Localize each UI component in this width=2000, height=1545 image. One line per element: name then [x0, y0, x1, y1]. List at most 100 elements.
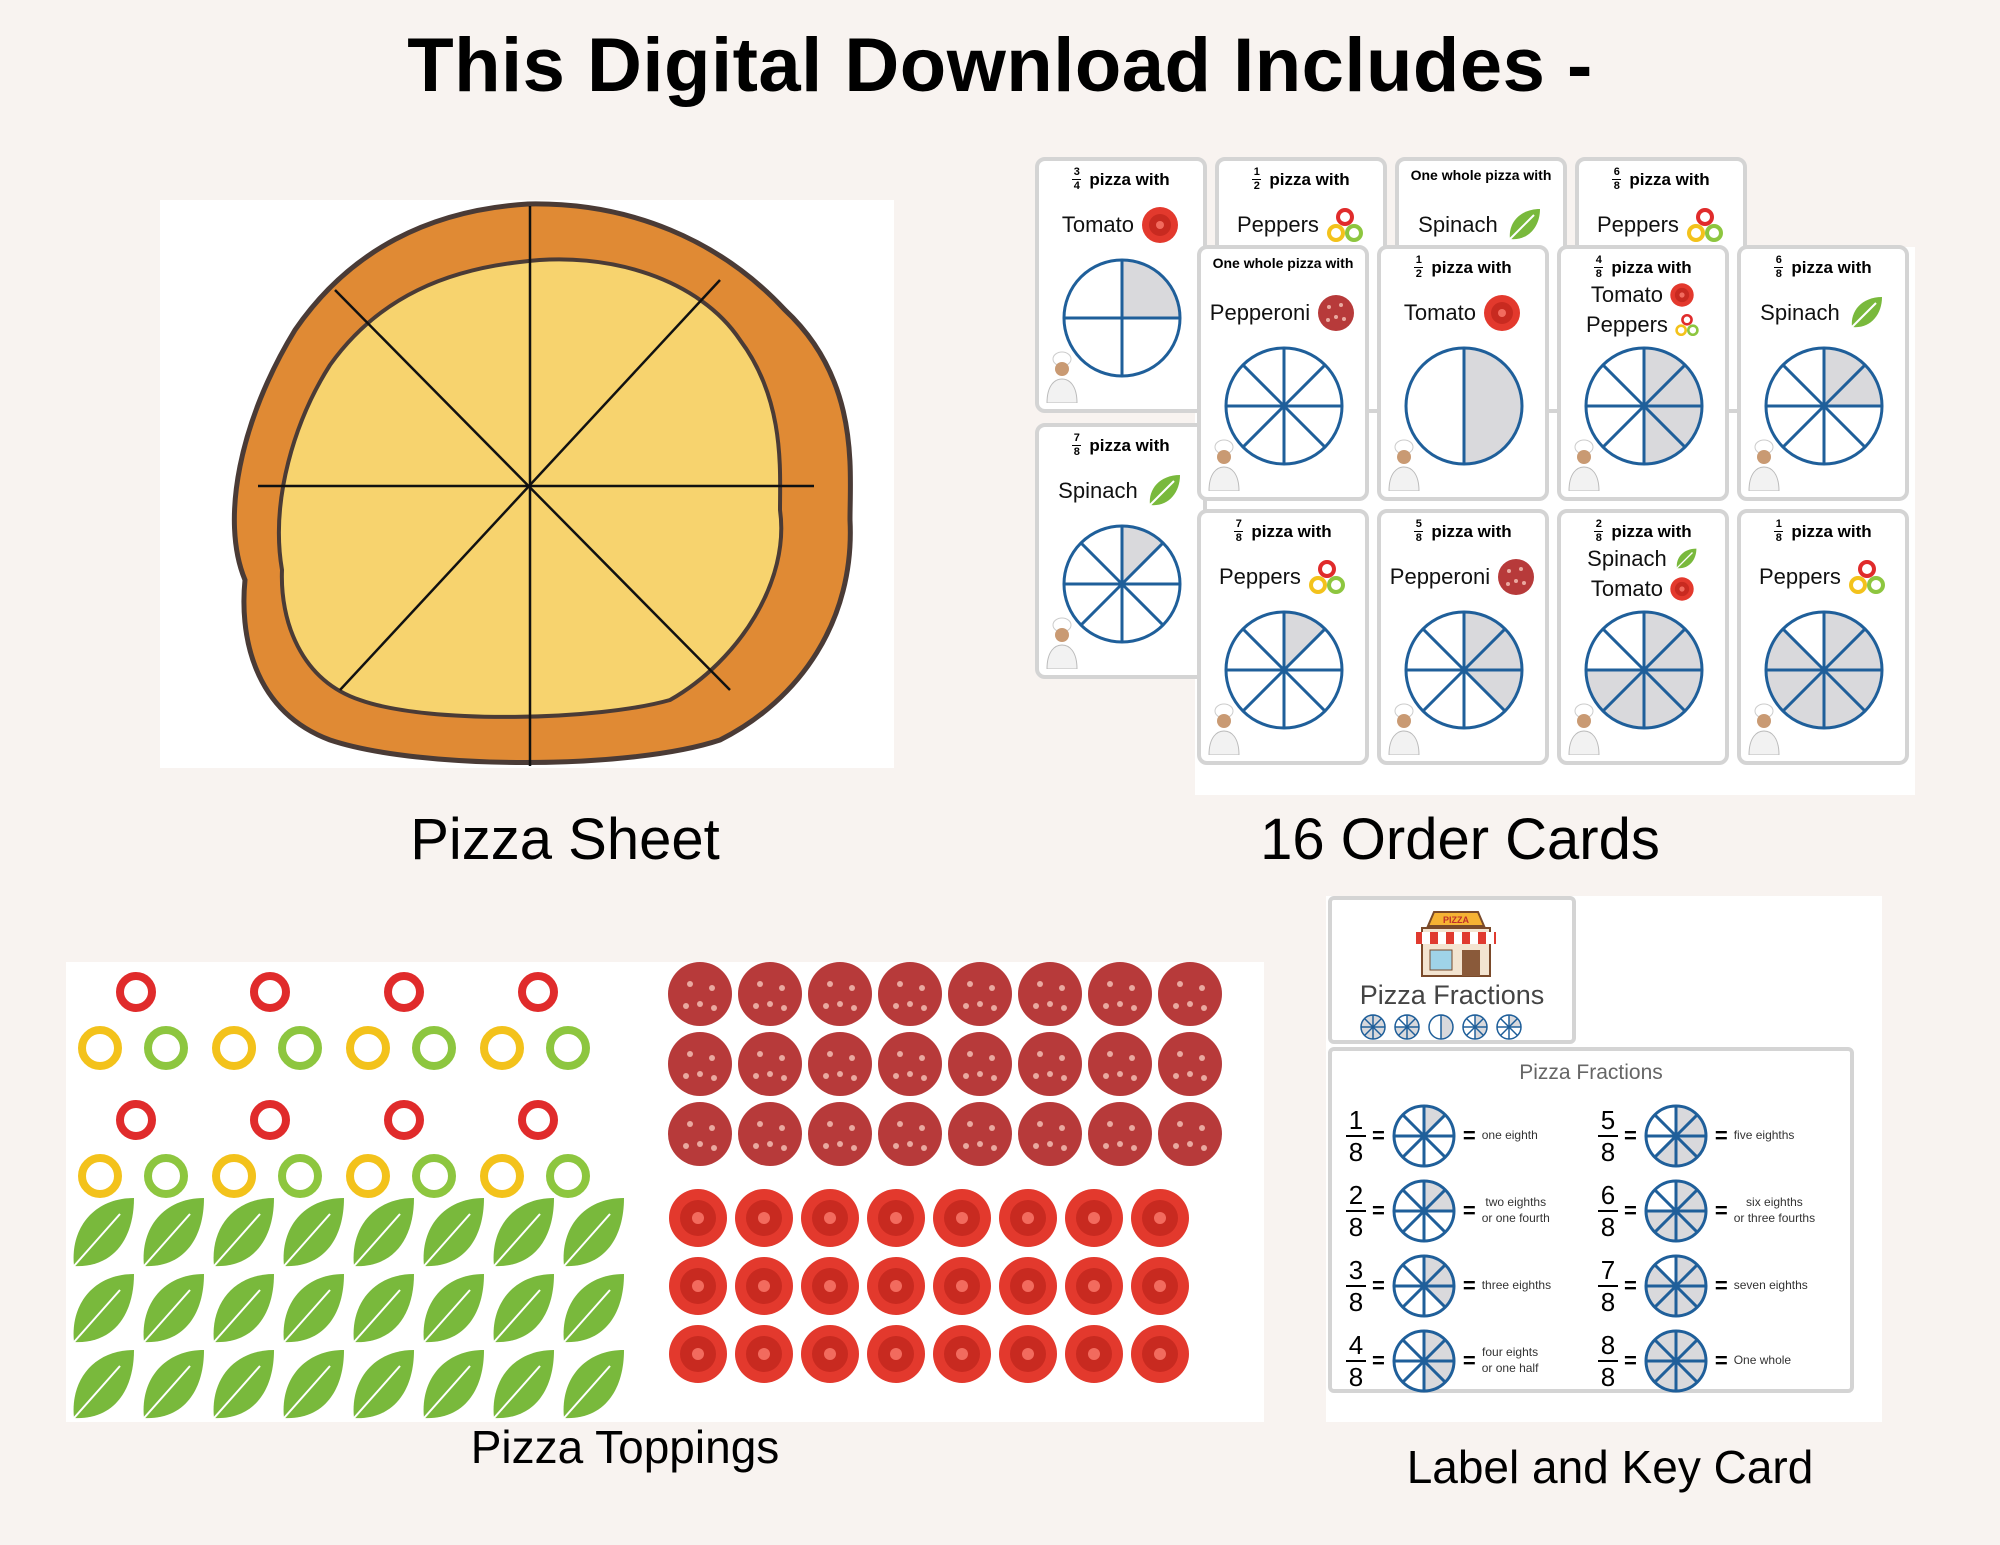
card-topping: Tomato [1561, 575, 1725, 602]
card-fraction-den: 8 [1235, 532, 1242, 544]
card-fraction-num: 7 [1073, 432, 1080, 444]
card-heading: One whole pizza with [1212, 255, 1354, 271]
spinach-leaf [563, 1350, 624, 1419]
key-num: 3 [1348, 1255, 1364, 1285]
pepperoni-slice [1018, 1032, 1082, 1096]
spinach-leaf [143, 1198, 204, 1267]
card-fraction-den: 2 [1253, 180, 1260, 192]
key-equals: = [1372, 1348, 1385, 1373]
label-card-title: Pizza Fractions [1359, 980, 1545, 1010]
pepper-rings [78, 972, 188, 1070]
spinach-icon [1851, 297, 1882, 328]
card-fraction-den: 8 [1595, 268, 1602, 280]
card-heading: pizza with [1791, 257, 1872, 277]
key-card-title: Pizza Fractions [1519, 1061, 1663, 1084]
card-topping-label: Pepperoni [1389, 564, 1491, 589]
spinach-icon [1149, 475, 1180, 506]
key-den: 8 [1600, 1137, 1616, 1167]
key-den: 8 [1348, 1137, 1364, 1167]
toppings-label: Pizza Toppings [470, 1421, 780, 1473]
pepperoni-slice [1158, 1102, 1222, 1166]
card-topping-label: Peppers [1596, 212, 1679, 237]
key-pie [1392, 1179, 1456, 1243]
peppers-icon [1687, 208, 1724, 242]
key-text-line1: three eighths [1481, 1278, 1552, 1293]
card-fraction-num: 3 [1073, 166, 1080, 178]
tomato-slice [867, 1257, 925, 1315]
key-pie [1644, 1179, 1708, 1243]
card-topping: Peppers [1201, 557, 1365, 597]
card-pie-chart [1224, 610, 1344, 730]
card-pie-chart [1584, 610, 1704, 730]
tomato-slice [1131, 1325, 1189, 1383]
key-equals: = [1372, 1198, 1385, 1223]
card-fraction-den: 8 [1613, 180, 1620, 192]
pepperoni-slice [1018, 962, 1082, 1026]
key-text: One whole [1734, 1353, 1791, 1369]
card-header: One whole pizza with [1201, 255, 1365, 271]
card-topping: Tomato [1039, 205, 1203, 245]
card-fraction-num: 7 [1235, 518, 1242, 530]
key-num: 1 [1348, 1105, 1364, 1135]
card-topping: Spinach [1399, 205, 1563, 245]
card-heading: pizza with [1251, 521, 1332, 541]
pepper-rings [346, 972, 456, 1070]
spinach-leaf [283, 1274, 344, 1343]
card-header: One whole pizza with [1399, 167, 1563, 183]
key-equals: = [1624, 1123, 1637, 1148]
tomato-slice [735, 1325, 793, 1383]
pepper-rings [480, 1100, 590, 1198]
spinach-leaf [353, 1198, 414, 1267]
key-equals: = [1372, 1273, 1385, 1298]
card-fraction-den: 4 [1073, 180, 1080, 192]
pepperoni-slice [738, 1102, 802, 1166]
key-text-line1: six eighths [1746, 1195, 1803, 1210]
key-text: three eighths [1482, 1278, 1551, 1294]
card-topping: Spinach [1561, 545, 1725, 572]
tomato-slice [801, 1325, 859, 1383]
pepperoni-slice [948, 962, 1012, 1026]
card-pie-chart [1404, 610, 1524, 730]
pepperoni-slice [738, 962, 802, 1026]
card-fraction-den: 8 [1595, 532, 1602, 544]
spinach-leaf [493, 1274, 554, 1343]
key-num: 6 [1600, 1180, 1616, 1210]
key-equals: = [1462, 1198, 1476, 1223]
spinach-leaf [213, 1350, 274, 1419]
chef-image [1388, 439, 1420, 491]
key-pie [1392, 1254, 1456, 1318]
key-text: five eighths [1734, 1128, 1795, 1144]
key-equals: = [1624, 1273, 1637, 1298]
card-pie-chart [1062, 258, 1182, 378]
card-heading: pizza with [1611, 257, 1692, 277]
key-equals: = [1624, 1198, 1637, 1223]
pepperoni-icon [1318, 295, 1355, 331]
card-topping-label: Peppers [1236, 212, 1319, 237]
peppers-icon [1327, 208, 1364, 242]
card-topping-label: Spinach [1418, 212, 1498, 237]
card-topping: Pepperoni [1201, 293, 1365, 333]
card-fraction-den: 8 [1415, 532, 1422, 544]
card-fraction-num: 6 [1613, 166, 1620, 178]
spinach-icon [1509, 209, 1540, 240]
card-topping: Tomato [1561, 281, 1725, 308]
card-pie-chart [1764, 610, 1884, 730]
card-heading: pizza with [1431, 257, 1512, 277]
label-mini-pie [1462, 1014, 1488, 1040]
tomato-slice [867, 1325, 925, 1383]
tomato-slice [999, 1325, 1057, 1383]
tomato-slice [933, 1257, 991, 1315]
key-pie [1644, 1104, 1708, 1168]
key-text-line1: four eights [1482, 1345, 1539, 1360]
